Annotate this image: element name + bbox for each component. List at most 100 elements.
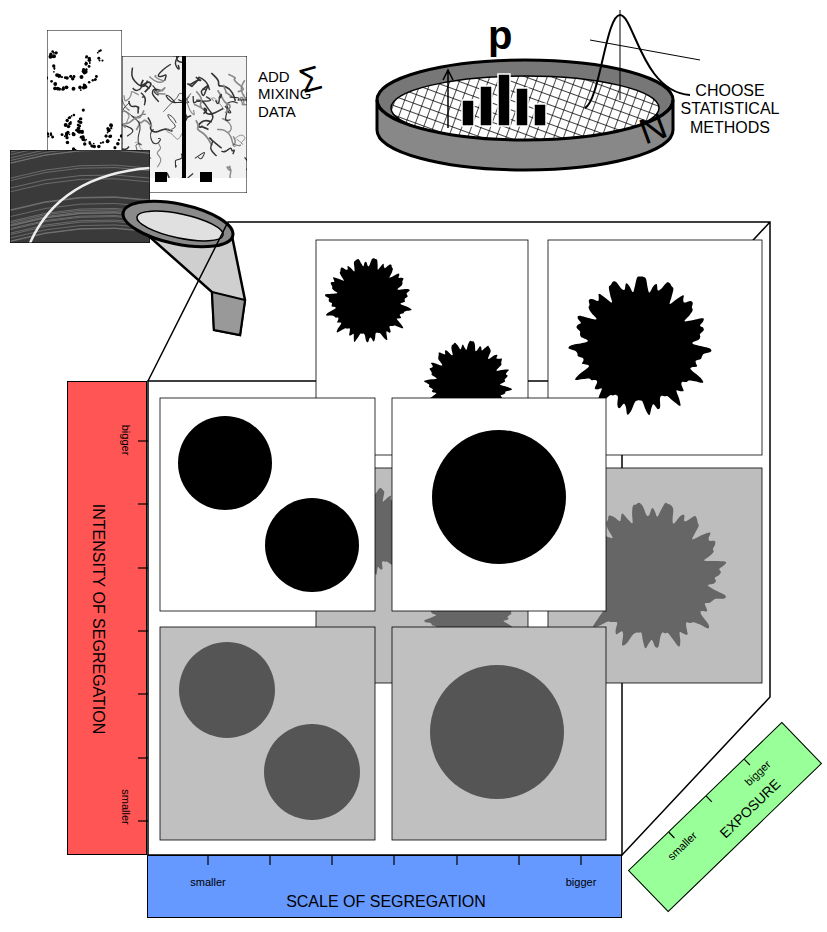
tracer-dot	[84, 70, 88, 74]
tracer-dot	[66, 141, 69, 144]
image-frame	[47, 30, 122, 165]
mixing-streak	[201, 86, 208, 96]
statistics-symbol: p	[488, 12, 512, 58]
histogram-bar	[534, 104, 546, 126]
tracer-dot	[61, 88, 64, 91]
mixing-streak	[228, 74, 243, 91]
circle-shape	[178, 416, 272, 510]
statistics-symbol: N	[634, 105, 673, 153]
sieve-band	[377, 100, 673, 170]
axis-title: SCALE OF SEGREGATION	[286, 893, 486, 911]
tracer-dot	[85, 62, 88, 65]
tracer-dot	[68, 125, 70, 127]
mixing-streak	[122, 112, 129, 124]
tracer-dot	[79, 117, 82, 120]
tracer-dot	[83, 84, 87, 88]
tick-mark	[138, 503, 148, 504]
tracer-dot	[68, 133, 70, 135]
tracer-dot	[81, 130, 83, 132]
tracer-dot	[106, 139, 110, 143]
tracer-dot	[65, 132, 68, 135]
mixing-image	[10, 150, 150, 243]
tick-mark	[706, 796, 712, 802]
mixing-streak	[157, 143, 161, 167]
flow-streak	[10, 225, 150, 238]
mixing-streak	[158, 64, 170, 81]
mixing-streak	[129, 101, 139, 113]
tracer-dot	[58, 76, 60, 78]
mixing-streak	[151, 130, 161, 144]
tracer-dot	[88, 58, 92, 62]
tracer-dot	[64, 135, 66, 137]
tick-mark	[138, 757, 148, 758]
tracer-dot	[52, 64, 55, 67]
tick-mark	[393, 856, 394, 865]
blob-shape	[568, 276, 711, 415]
tracer-dot	[78, 130, 82, 134]
tracer-dot	[53, 82, 57, 86]
tick-mark	[331, 856, 332, 865]
tracer-dot	[53, 52, 55, 54]
tick-mark	[518, 856, 519, 865]
histogram-bar	[516, 88, 528, 126]
tracer-dot	[88, 81, 91, 84]
tracer-dot	[95, 75, 98, 78]
histogram-bar	[498, 74, 510, 126]
impeller-block	[155, 172, 167, 182]
mixing-streak	[233, 144, 241, 146]
mixing-streak	[203, 108, 223, 114]
mixing-streak	[196, 120, 212, 145]
tracer-dot	[111, 125, 113, 127]
tracer-dot	[78, 86, 82, 90]
flow-streak	[10, 179, 150, 192]
tracer-dot	[68, 122, 71, 125]
mixing-streak	[166, 95, 183, 102]
mixing-panel	[160, 398, 375, 611]
tracer-dot	[61, 133, 64, 136]
tracer-dot	[89, 142, 92, 145]
axis-title: INTENSITY OF SEGREGATION	[89, 504, 107, 735]
histogram-bar	[462, 100, 474, 126]
funnel-rim	[119, 193, 237, 255]
tick-mark	[207, 856, 208, 865]
tracer-dot	[77, 124, 80, 127]
funnel-mouth	[134, 205, 225, 247]
tracer-dot	[51, 55, 53, 57]
blob-shape	[325, 258, 412, 342]
mixing-streak	[223, 85, 232, 97]
panel-ground	[160, 627, 375, 840]
histogram-bar	[480, 86, 492, 126]
mixing-streak	[167, 129, 182, 139]
tracer-dot	[97, 145, 101, 149]
tracer-dot	[71, 77, 74, 80]
mixing-streak	[194, 91, 204, 110]
baffle-bar	[182, 56, 186, 181]
tracer-dot	[89, 62, 91, 64]
mixing-streak	[217, 129, 235, 144]
curve-axes	[590, 10, 700, 100]
tracer-dot	[80, 89, 82, 91]
tracer-dot	[51, 50, 54, 53]
tick-mark	[138, 630, 148, 631]
cube-edge	[148, 222, 770, 855]
tracer-dot	[75, 129, 78, 132]
mixing-image	[47, 30, 122, 165]
circle-shape	[264, 724, 360, 820]
axis-band: SCALE OF SEGREGATIONsmallerbigger	[147, 855, 622, 918]
tracer-dot	[51, 136, 54, 139]
tick-mark	[669, 832, 675, 838]
tracer-dot	[84, 62, 87, 65]
axis-band: INTENSITY OF SEGREGATIONbiggersmaller	[67, 381, 147, 855]
image-ground	[47, 30, 122, 165]
tracer-dot	[118, 139, 120, 141]
panel-ground	[392, 627, 606, 840]
tracer-dot	[65, 85, 69, 89]
tick-mark	[138, 693, 148, 694]
tracer-dot	[97, 57, 100, 60]
tracer-dot	[73, 76, 75, 78]
tracer-dot	[85, 57, 87, 59]
tracer-dot	[100, 142, 102, 144]
tracer-dot	[47, 135, 49, 137]
